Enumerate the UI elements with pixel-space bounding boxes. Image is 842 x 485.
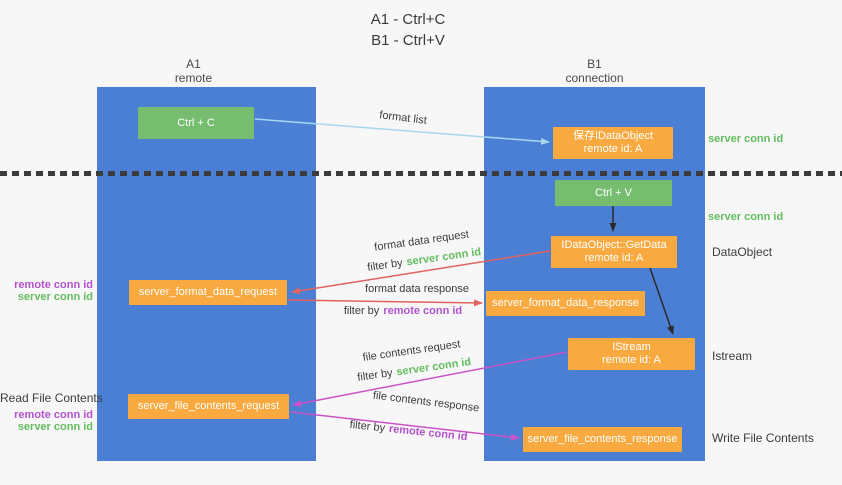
node-server-format-data-response: server_format_data_response: [486, 291, 645, 316]
section-divider-dotted-line: [0, 171, 842, 176]
remote-conn-id-text: remote conn id: [383, 305, 463, 317]
label-write-file-contents: Write File Contents: [712, 431, 814, 445]
label-server-conn-id-top-right: server conn id: [708, 133, 784, 145]
node-idataobject-getdata: IDataObject::GetData remote id: A: [551, 236, 677, 268]
arrow-getdata-to-istream: [649, 267, 674, 335]
istream-line1: IStream: [612, 341, 651, 353]
server-format-data-response-label: server_format_data_response: [492, 297, 639, 309]
server-file-contents-response-label: server_file_contents_response: [527, 433, 678, 445]
node-server-format-data-request: server_format_data_request: [129, 280, 287, 305]
label-server-conn-id-bottom-left: server conn id: [17, 421, 93, 433]
save-idataobject-line1: 保存IDataObject: [572, 130, 654, 142]
label-dataobject: DataObject: [712, 245, 773, 259]
arrow-format-data-response: [287, 299, 483, 307]
title-line-2: B1 - Ctrl+V: [371, 32, 445, 49]
left-labels-format: remote conn id server conn id: [0, 279, 93, 303]
lane-header-b1: B1 connection: [484, 57, 705, 85]
label-istream-right: Istream: [712, 349, 753, 363]
diagram-title: A1 - Ctrl+C B1 - Ctrl+V: [0, 9, 829, 51]
node-istream: IStream remote id: A: [568, 338, 695, 370]
left-labels-file: Read File Contents remote conn id server…: [0, 391, 103, 433]
lane-header-a1: A1 remote: [84, 57, 303, 85]
lane-b1-name: B1: [587, 57, 602, 71]
filter-by-text: filter by: [349, 418, 386, 435]
label-server-conn-id-top-left: server conn id: [17, 291, 93, 303]
lane-b1-subtitle: connection: [565, 71, 624, 85]
server-file-contents-request-label: server_file_contents_request: [137, 400, 280, 412]
node-ctrl-c: Ctrl + C: [138, 107, 254, 139]
node-server-file-contents-request: server_file_contents_request: [128, 394, 289, 419]
node-ctrl-v: Ctrl + V: [555, 180, 672, 206]
edge-label-format-data-response: format data response: [365, 283, 469, 295]
title-line-1: A1 - Ctrl+C: [370, 11, 446, 28]
ctrl-v-label: Ctrl + V: [595, 186, 632, 199]
idataobject-getdata-line1: IDataObject::GetData: [561, 239, 667, 251]
label-read-file-contents: Read File Contents: [0, 391, 103, 405]
label-remote-conn-id-bottom-left: remote conn id: [14, 409, 93, 421]
label-server-conn-id-mid-right: server conn id: [708, 211, 784, 223]
node-server-file-contents-response: server_file_contents_response: [523, 427, 682, 452]
server-format-data-request-label: server_format_data_request: [138, 286, 278, 298]
arrow-format-list: [254, 118, 550, 145]
arrow-file-contents-request: [292, 351, 568, 407]
save-idataobject-line2: remote id: A: [583, 143, 643, 155]
arrow-file-contents-response: [290, 411, 520, 441]
istream-line2: remote id: A: [602, 354, 661, 366]
label-remote-conn-id-top-left: remote conn id: [14, 279, 93, 291]
filter-by-text: filter by: [343, 305, 380, 317]
node-save-idataobject: 保存IDataObject remote id: A: [553, 127, 673, 159]
idataobject-getdata-line2: remote id: A: [584, 252, 644, 264]
arrow-format-data-request: [291, 250, 551, 295]
lane-a1-name: A1: [186, 57, 201, 71]
lane-a1-subtitle: remote: [174, 71, 213, 85]
ctrl-c-label: Ctrl + C: [177, 116, 215, 129]
